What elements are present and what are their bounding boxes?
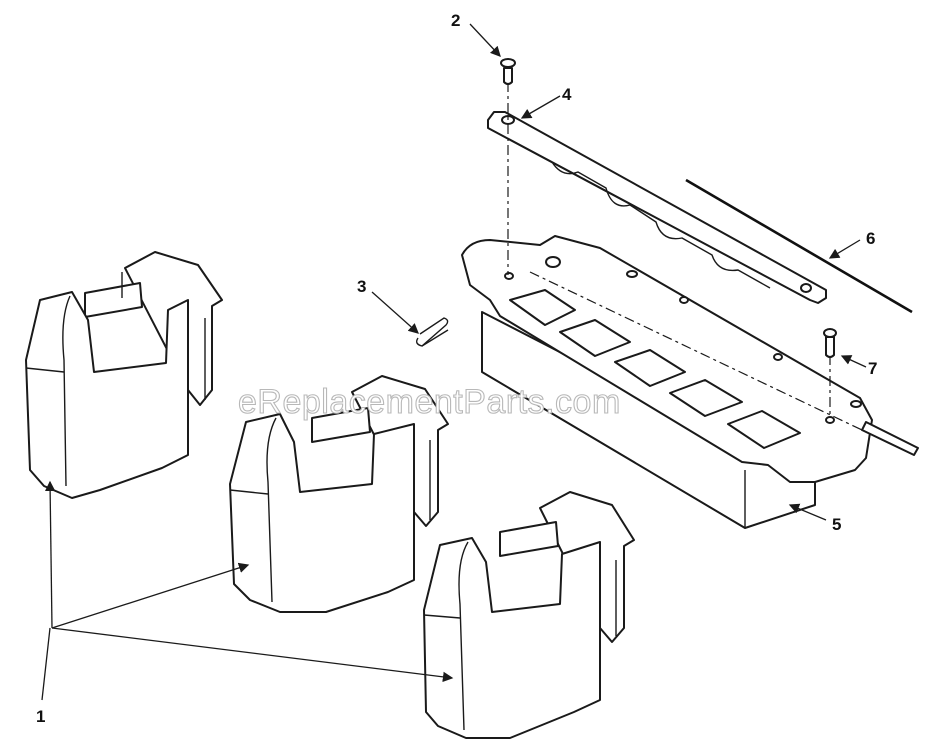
callout-5: 5 — [832, 515, 841, 534]
slotted-bar-part-4 — [487, 111, 827, 304]
callout-1: 1 — [36, 707, 45, 726]
watermark-text: eReplacementParts.com — [238, 383, 621, 421]
bolt-part-2 — [500, 58, 516, 85]
hairpin-clip-part-3 — [415, 317, 449, 347]
callout-4: 4 — [562, 85, 572, 104]
suitcase-weight-1-middle — [229, 375, 449, 613]
callout-3: 3 — [357, 277, 366, 296]
leader-lines — [41, 23, 867, 701]
suitcase-weight-1-left — [25, 251, 223, 499]
rod-part-6 — [685, 178, 913, 314]
callout-7: 7 — [868, 359, 877, 378]
bolt-part-7 — [823, 328, 837, 358]
callout-2: 2 — [451, 11, 460, 30]
suitcase-weight-1-right — [423, 491, 635, 739]
weight-bracket-part-5 — [461, 235, 919, 529]
callout-6: 6 — [866, 229, 875, 248]
